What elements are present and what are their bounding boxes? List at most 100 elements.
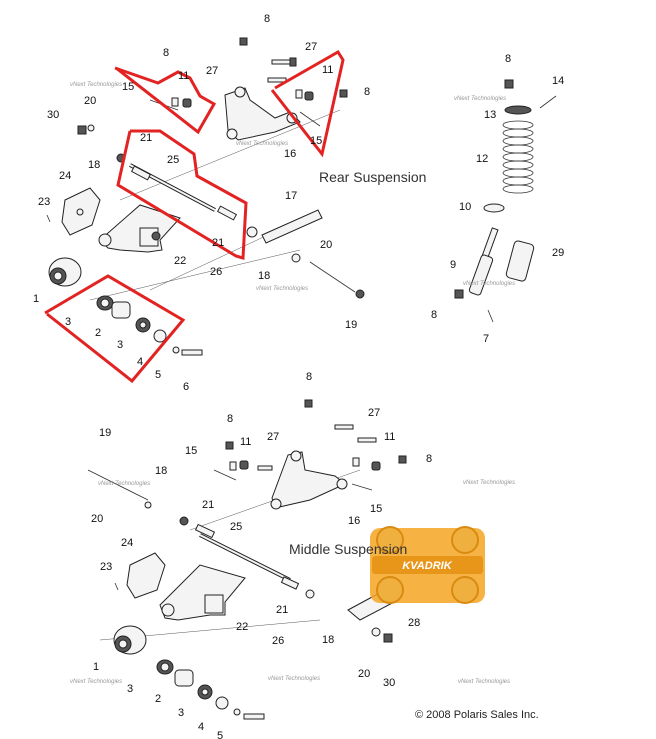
callout-m19: 19	[99, 427, 111, 439]
bolt-6	[181, 349, 203, 356]
nut-8-shock-bottom	[454, 289, 464, 299]
spring-12	[502, 120, 534, 194]
callout-r22: 22	[174, 255, 186, 267]
callout-m18b: 18	[322, 634, 334, 646]
bolt-27	[271, 59, 291, 65]
callout-r8b: 8	[163, 47, 169, 59]
callout-m30: 30	[383, 677, 395, 689]
callout-m8a: 8	[306, 371, 312, 383]
rear-suspension-group	[44, 37, 557, 384]
callout-m20b: 20	[358, 668, 370, 680]
callout-r30: 30	[47, 109, 59, 121]
nut-8-shock-top	[504, 79, 514, 89]
callout-r29: 29	[552, 247, 564, 259]
callout-m21a: 21	[202, 499, 214, 511]
watermarks: vNext Technologies vNext Technologies vN…	[70, 82, 515, 685]
callout-m5: 5	[217, 730, 223, 739]
callout-r21b: 21	[212, 237, 224, 249]
callout-r3a: 3	[65, 316, 71, 328]
callout-r4: 4	[137, 356, 143, 368]
callout-r27b: 27	[206, 65, 218, 77]
callout-m20a: 20	[91, 513, 103, 525]
callout-m3a: 3	[127, 683, 133, 695]
middle-lower-arm	[159, 564, 246, 621]
washer-4	[153, 329, 167, 343]
svg-text:vNext Technologies: vNext Technologies	[268, 676, 320, 682]
callout-m27a: 27	[368, 407, 380, 419]
callout-r10: 10	[459, 201, 471, 213]
callout-r8d: 8	[505, 53, 511, 65]
callout-r13: 13	[484, 109, 496, 121]
callout-m3b: 3	[178, 707, 184, 719]
callout-m21b: 21	[276, 604, 288, 616]
callout-r12: 12	[476, 153, 488, 165]
svg-text:vNext Technologies: vNext Technologies	[463, 281, 515, 287]
svg-text:vNext Technologies: vNext Technologies	[70, 82, 122, 88]
callout-r5: 5	[155, 369, 161, 381]
kvadrik-logo: KVADRIK	[370, 526, 485, 604]
nut-8-top	[239, 37, 248, 46]
callout-r16: 16	[284, 148, 296, 160]
svg-text:vNext Technologies: vNext Technologies	[256, 286, 308, 292]
highlight-upper-left	[114, 66, 217, 135]
callout-r11b: 11	[322, 64, 333, 76]
retainer-10	[483, 203, 505, 213]
callout-r27a: 27	[305, 41, 317, 53]
callout-r25: 25	[167, 154, 179, 166]
svg-text:vNext Technologies: vNext Technologies	[463, 480, 515, 486]
highlight-upper-right	[270, 49, 345, 158]
callout-m11b: 11	[384, 431, 395, 443]
svg-text:vNext Technologies: vNext Technologies	[98, 481, 150, 487]
callout-r2: 2	[95, 327, 101, 339]
callout-r17: 17	[285, 190, 297, 202]
middle-callouts: 8 27 8 11 27 11 8 15 19 18 15 16 20 21 2…	[91, 371, 432, 739]
callout-m26: 26	[272, 635, 284, 647]
callout-r23: 23	[38, 196, 50, 208]
svg-text:vNext Technologies: vNext Technologies	[70, 679, 122, 685]
callout-r15b: 15	[310, 135, 322, 147]
callout-m16: 16	[348, 515, 360, 527]
rear-suspension-title: Rear Suspension	[319, 169, 426, 185]
svg-text:vNext Technologies: vNext Technologies	[458, 679, 510, 685]
callout-r20a: 20	[84, 95, 96, 107]
cover-29	[505, 240, 535, 282]
highlight-lower	[44, 274, 186, 384]
shock-9	[468, 254, 494, 296]
callout-r14: 14	[552, 75, 564, 87]
callout-m22: 22	[236, 621, 248, 633]
callout-r8e: 8	[431, 309, 437, 321]
callout-r8c: 8	[364, 86, 370, 98]
middle-suspension-group: KVADRIK	[87, 399, 485, 720]
callout-m8b: 8	[227, 413, 233, 425]
callout-r7: 7	[483, 333, 489, 345]
callout-r24: 24	[59, 170, 71, 182]
callout-m15b: 15	[370, 503, 382, 515]
callout-m18a: 18	[155, 465, 167, 477]
callout-m15a: 15	[185, 445, 197, 457]
highlight-middle	[116, 129, 248, 260]
retainer-13	[504, 105, 532, 115]
callout-r19: 19	[345, 319, 357, 331]
callout-r26: 26	[210, 266, 222, 278]
logo-text: KVADRIK	[402, 560, 452, 572]
callout-r21a: 21	[140, 132, 152, 144]
callout-r15a: 15	[122, 81, 134, 93]
callout-m8c: 8	[426, 453, 432, 465]
callout-r11a: 11	[178, 70, 189, 82]
callout-r18a: 18	[88, 159, 100, 171]
bolt-7	[487, 309, 494, 323]
copyright: © 2008 Polaris Sales Inc.	[415, 709, 539, 721]
bar-17	[261, 209, 323, 244]
callout-m1: 1	[93, 661, 99, 673]
nut-30	[77, 125, 87, 135]
callout-r8a: 8	[264, 13, 270, 25]
callout-m2: 2	[155, 693, 161, 705]
bushing-2	[111, 301, 131, 319]
middle-upper-a-arm	[271, 451, 346, 509]
svg-text:vNext Technologies: vNext Technologies	[454, 96, 506, 102]
callout-r20b: 20	[320, 239, 332, 251]
callout-m23: 23	[100, 561, 112, 573]
callout-r3b: 3	[117, 339, 123, 351]
callout-m28: 28	[408, 617, 420, 629]
